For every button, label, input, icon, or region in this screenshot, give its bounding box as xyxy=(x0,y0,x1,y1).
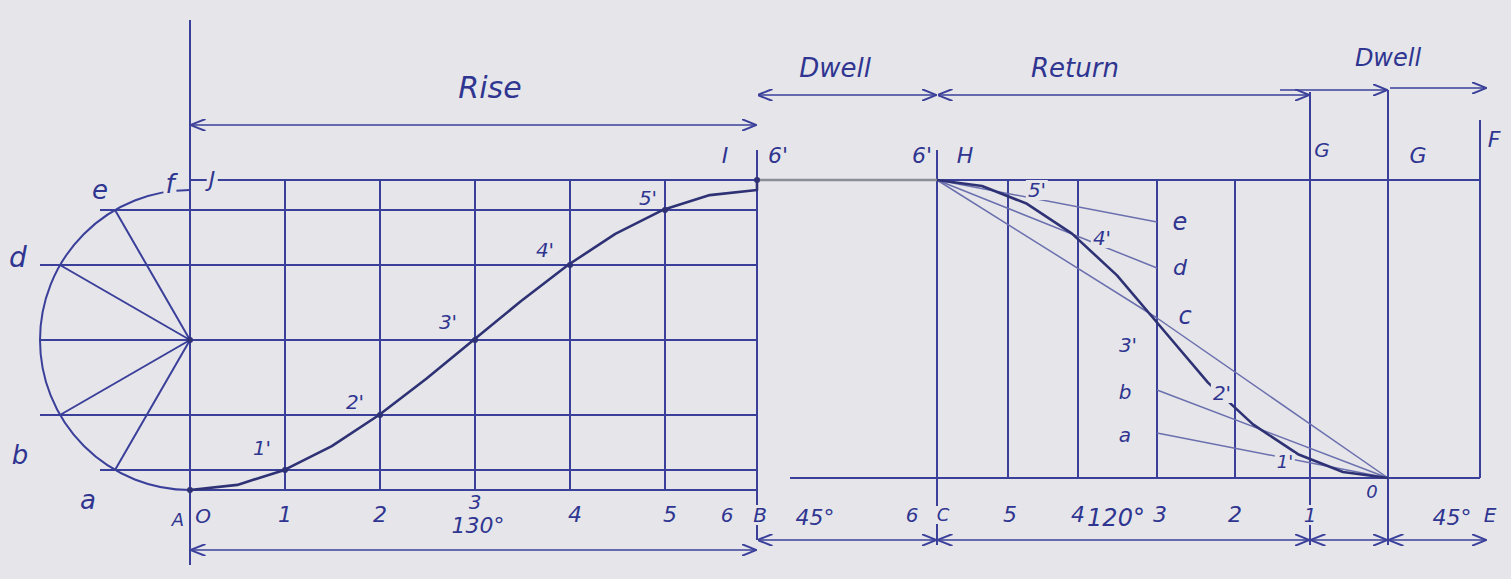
point-label: I xyxy=(720,145,731,167)
point-label: e xyxy=(90,177,110,203)
point-label: 4 xyxy=(566,504,584,526)
point-label: d xyxy=(1171,257,1189,279)
point-label: Dwell xyxy=(797,55,873,81)
point-label: 1' xyxy=(251,438,273,458)
point-label: 0 xyxy=(1364,483,1379,501)
point-label: 4' xyxy=(1091,228,1113,248)
point-label: C xyxy=(935,506,952,524)
point-label: c xyxy=(1176,304,1193,328)
point-label: 3 xyxy=(1151,504,1169,526)
point-label: 3' xyxy=(437,312,459,332)
point-label: H xyxy=(955,145,976,167)
point-label: O xyxy=(193,506,213,526)
point-label: 130° xyxy=(450,515,507,537)
point-label: G xyxy=(1312,140,1332,160)
point-label: e xyxy=(1171,210,1190,234)
point-label: 2 xyxy=(1226,504,1244,526)
point-label: A xyxy=(170,511,186,529)
point-label: 6' xyxy=(910,145,934,167)
point-label: 6 xyxy=(904,505,921,525)
point-label: d xyxy=(7,244,29,272)
point-label: 5 xyxy=(1001,504,1019,526)
point-label: 2' xyxy=(344,392,366,412)
point-label: Dwell xyxy=(1353,46,1423,70)
point-label: 6' xyxy=(766,145,790,167)
point-label: 3' xyxy=(1117,335,1139,355)
point-label: 5 xyxy=(661,504,679,526)
point-label: 1 xyxy=(1302,505,1319,525)
point-label: f xyxy=(163,171,176,197)
point-label: 6 xyxy=(719,505,736,525)
point-label: a xyxy=(78,487,98,513)
point-label: 2 xyxy=(371,504,389,526)
point-label: F xyxy=(1486,129,1503,151)
point-label: 45° xyxy=(1431,507,1474,529)
point-label: a xyxy=(1117,425,1133,445)
point-label: E xyxy=(1482,505,1499,525)
point-label: 1 xyxy=(276,504,294,526)
point-label: 4' xyxy=(534,240,556,260)
point-label: 2' xyxy=(1211,383,1233,403)
point-label: 45° xyxy=(794,507,837,529)
point-label: 1' xyxy=(1275,453,1295,471)
point-label: 3 xyxy=(467,492,484,512)
point-label: B xyxy=(751,505,769,525)
point-label: 5' xyxy=(637,188,659,208)
point-label: Return xyxy=(1029,55,1121,81)
point-label: J xyxy=(207,169,218,191)
point-label: G xyxy=(1407,145,1428,167)
point-label: 120° xyxy=(1085,506,1147,530)
point-label: 5' xyxy=(1026,180,1048,200)
point-label: Rise xyxy=(456,73,523,103)
point-label: b xyxy=(10,442,31,468)
point-label: b xyxy=(1117,382,1134,402)
